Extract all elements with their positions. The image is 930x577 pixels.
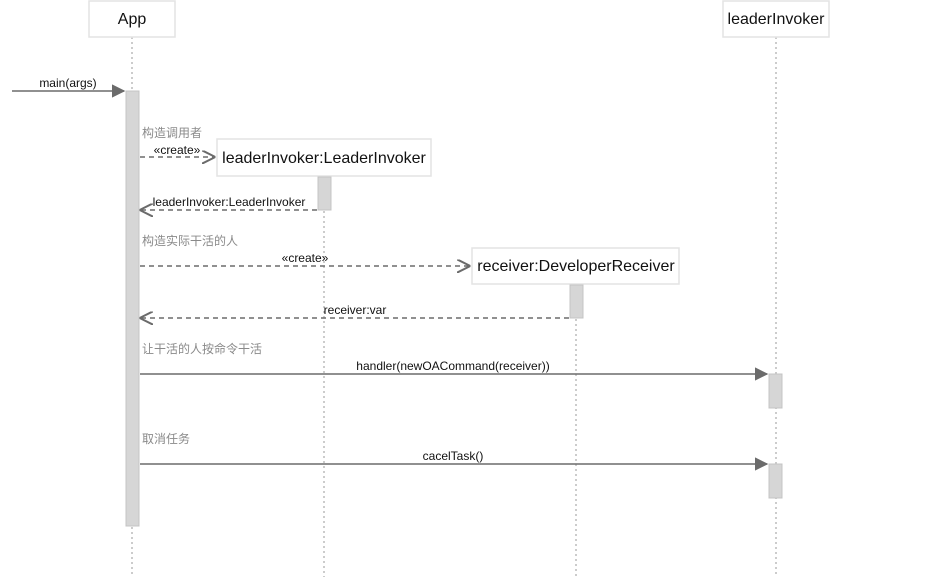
note-construct-worker: 构造实际干活的人 bbox=[142, 233, 238, 248]
create-leader-label: «create» bbox=[154, 143, 201, 157]
note-cancel-task: 取消任务 bbox=[142, 431, 190, 446]
note-worker-do-command: 让干活的人按命令干活 bbox=[142, 341, 262, 356]
receiver-created-header: receiver:DeveloperReceiver bbox=[471, 247, 680, 285]
return-leader-label: leaderInvoker:LeaderInvoker bbox=[153, 195, 306, 209]
leader-created-activation bbox=[317, 176, 332, 211]
leader-activation-cancel bbox=[768, 463, 783, 499]
create-receiver-label: «create» bbox=[282, 251, 329, 265]
receiver-created-label: receiver:DeveloperReceiver bbox=[477, 258, 675, 275]
leader-lifeline-header: leaderInvoker bbox=[722, 0, 830, 38]
return-receiver-label: receiver:var bbox=[324, 303, 387, 317]
handler-message-label: handler(newOACommand(receiver)) bbox=[356, 359, 549, 373]
leader-activation-handler bbox=[768, 373, 783, 409]
main-message-label: main(args) bbox=[39, 76, 96, 90]
app-lifeline-label: App bbox=[118, 11, 147, 28]
leader-created-label: leaderInvoker:LeaderInvoker bbox=[222, 150, 426, 167]
app-activation bbox=[125, 90, 140, 527]
leader-lifeline-label: leaderInvoker bbox=[728, 11, 826, 28]
cancel-message-label: cacelTask() bbox=[423, 449, 484, 463]
note-construct-invoker: 构造调用者 bbox=[142, 125, 202, 140]
app-lifeline-header: App bbox=[88, 0, 176, 38]
leader-created-header: leaderInvoker:LeaderInvoker bbox=[216, 138, 432, 177]
receiver-activation bbox=[569, 284, 584, 319]
